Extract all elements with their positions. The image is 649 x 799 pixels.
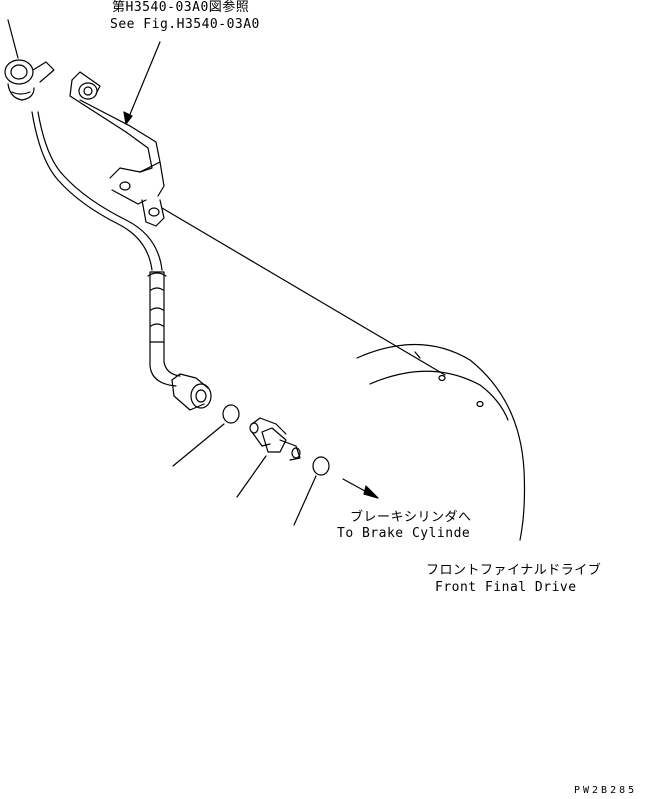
brake-label-en: To Brake Cylinde bbox=[337, 526, 471, 541]
ref-leader-line bbox=[125, 41, 161, 125]
final-drive-housing bbox=[356, 343, 526, 541]
o-ring-1-leader bbox=[172, 423, 225, 467]
connector-leader bbox=[236, 455, 267, 498]
bracket-to-drive-line bbox=[161, 207, 446, 376]
brake-label-jp: ブレーキシリンダへ bbox=[350, 510, 472, 525]
reference-label-en: See Fig.H3540-03A0 bbox=[110, 17, 260, 32]
bracket bbox=[69, 71, 165, 227]
brake-arrow-head bbox=[363, 485, 379, 499]
hose-fitting bbox=[171, 373, 212, 411]
o-ring-2 bbox=[312, 456, 330, 476]
reference-label-jp: 第H3540-03A0図参照 bbox=[112, 0, 250, 15]
drawing-code: PW2B285 bbox=[574, 785, 638, 796]
drive-label-jp: フロントファイナルドライブ bbox=[426, 563, 602, 578]
drive-label-en: Front Final Drive bbox=[435, 580, 577, 595]
o-ring-2-leader bbox=[293, 475, 317, 526]
hose-clip bbox=[4, 59, 55, 101]
o-ring-1 bbox=[222, 404, 240, 424]
connector bbox=[249, 417, 301, 461]
clip-leader-line bbox=[7, 19, 19, 59]
ref-leader-arrow bbox=[123, 111, 133, 125]
